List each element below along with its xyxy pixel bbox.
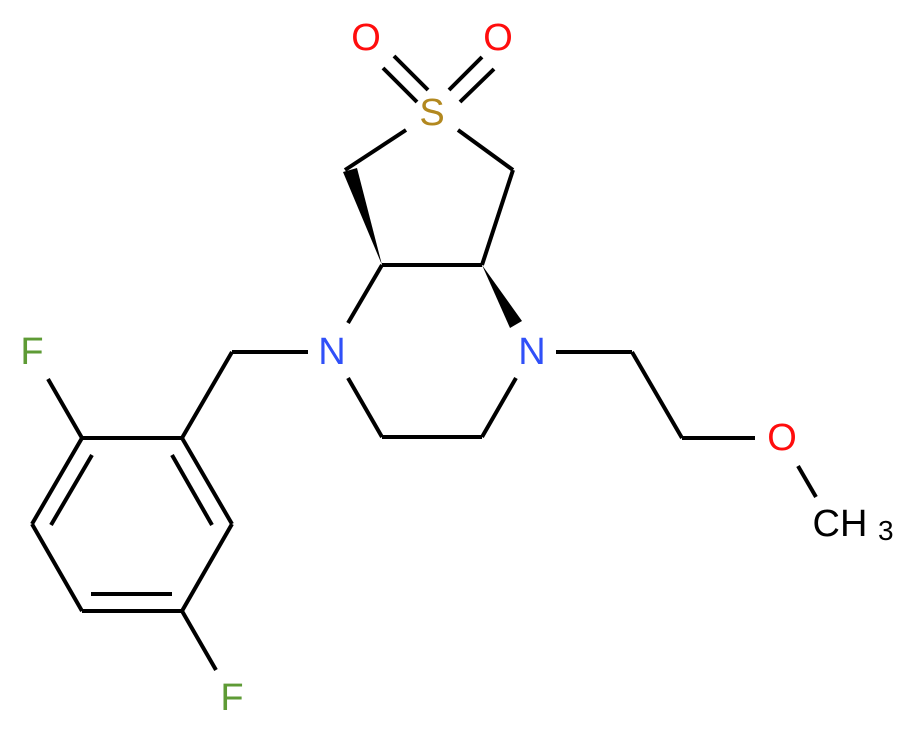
sulfur-atom: S xyxy=(419,92,444,134)
nitrogen-atom-2: N xyxy=(518,331,545,373)
nitrogen-atom-1: N xyxy=(318,331,345,373)
thiolane-ring-bonds xyxy=(343,128,515,267)
c-f-bond-top xyxy=(46,378,84,439)
piperazine-ring-bonds xyxy=(346,263,518,439)
methyl-subscript: 3 xyxy=(878,515,894,546)
methoxyethyl-bonds xyxy=(556,350,818,499)
fluorine-atom-2: F xyxy=(220,677,243,719)
benzyl-bonds xyxy=(180,350,308,440)
fluorine-atom-1: F xyxy=(20,331,43,373)
c-f-bond-bottom xyxy=(180,610,218,671)
wedge-bond-left xyxy=(343,168,382,265)
wedge-bond-right xyxy=(482,265,522,328)
methyl-group: CH xyxy=(813,503,868,545)
oxygen-atom-2: O xyxy=(483,17,513,59)
oxygen-atom-3: O xyxy=(767,417,797,459)
sulfone-bonds xyxy=(381,54,496,104)
oxygen-atom-1: O xyxy=(351,17,381,59)
benzene-ring-bonds xyxy=(30,436,234,613)
